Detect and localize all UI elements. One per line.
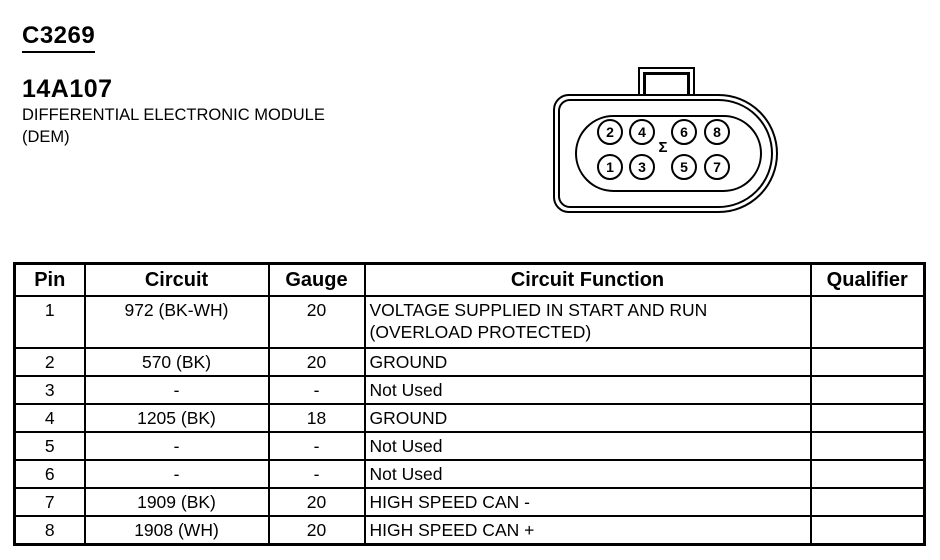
table-row-pin-3: 3 - - Not Used	[13, 375, 926, 405]
table-row-pin-6: 6 - - Not Used	[13, 459, 926, 489]
cell-pin: 2	[13, 347, 86, 377]
cell-pin: 4	[13, 403, 86, 433]
header-gauge: Gauge	[267, 262, 366, 297]
table-row-pin-1: 1 972 (BK-WH) 20 VOLTAGE SUPPLIED IN STA…	[13, 295, 926, 349]
pin-circle-6: 6	[671, 119, 697, 145]
cell-circuit: 1205 (BK)	[83, 403, 270, 433]
connector-id: C3269	[22, 22, 96, 53]
pin-circle-8: 8	[704, 119, 730, 145]
pin-circle-2: 2	[597, 119, 623, 145]
connector-tab	[638, 67, 695, 105]
cell-circuit: 1909 (BK)	[83, 487, 270, 517]
table-header-row: Pin Circuit Gauge Circuit Function Quali…	[13, 262, 926, 297]
cell-pin: 5	[13, 431, 86, 461]
cell-circuit: -	[83, 459, 270, 489]
cell-circuit-function: HIGH SPEED CAN +	[363, 515, 812, 545]
cell-qualifier	[809, 459, 926, 489]
cell-circuit-function: GROUND	[363, 347, 812, 377]
cell-circuit-function: VOLTAGE SUPPLIED IN START AND RUN (OVERL…	[363, 295, 812, 349]
cell-gauge: -	[267, 431, 366, 461]
connector-diagram: 2 4 6 8 1 3 5 7 Σ	[553, 67, 778, 213]
cell-qualifier	[809, 403, 926, 433]
cell-gauge: 18	[267, 403, 366, 433]
pin-circle-1: 1	[597, 154, 623, 180]
module-description-line2: (DEM)	[22, 128, 70, 146]
cell-circuit-function: GROUND	[363, 403, 812, 433]
cell-qualifier	[809, 295, 926, 349]
cell-qualifier	[809, 515, 926, 545]
table-row-pin-7: 7 1909 (BK) 20 HIGH SPEED CAN -	[13, 487, 926, 517]
cell-circuit: 1908 (WH)	[83, 515, 270, 545]
table-row-pin-8: 8 1908 (WH) 20 HIGH SPEED CAN +	[13, 515, 926, 545]
cell-pin: 8	[13, 515, 86, 545]
connector-body-inner	[558, 99, 773, 208]
cell-gauge: 20	[267, 295, 366, 349]
cell-gauge: -	[267, 459, 366, 489]
cell-pin: 3	[13, 375, 86, 405]
cell-qualifier	[809, 431, 926, 461]
table-row-pin-5: 5 - - Not Used	[13, 431, 926, 461]
cell-qualifier	[809, 375, 926, 405]
pin-table: Pin Circuit Gauge Circuit Function Quali…	[13, 262, 926, 546]
cell-circuit-function: Not Used	[363, 459, 812, 489]
cell-pin: 1	[13, 295, 86, 349]
pin-circle-4: 4	[629, 119, 655, 145]
cell-circuit-function: Not Used	[363, 375, 812, 405]
cell-qualifier	[809, 347, 926, 377]
pin-circle-3: 3	[629, 154, 655, 180]
header-qualifier: Qualifier	[809, 262, 926, 297]
table-row-pin-4: 4 1205 (BK) 18 GROUND	[13, 403, 926, 433]
header-pin: Pin	[13, 262, 86, 297]
cell-pin: 7	[13, 487, 86, 517]
part-number: 14A107	[22, 75, 113, 103]
pin-circle-5: 5	[671, 154, 697, 180]
cell-pin: 6	[13, 459, 86, 489]
cell-circuit-function: HIGH SPEED CAN -	[363, 487, 812, 517]
module-description-line1: DIFFERENTIAL ELECTRONIC MODULE	[22, 106, 325, 124]
cell-circuit: -	[83, 431, 270, 461]
header: C3269 14A107 DIFFERENTIAL ELECTRONIC MOD…	[22, 22, 325, 148]
cell-gauge: -	[267, 375, 366, 405]
cell-circuit: 972 (BK-WH)	[83, 295, 270, 349]
cell-circuit-function: Not Used	[363, 431, 812, 461]
cell-circuit: -	[83, 375, 270, 405]
cell-gauge: 20	[267, 487, 366, 517]
table-row-pin-2: 2 570 (BK) 20 GROUND	[13, 347, 926, 377]
cell-gauge: 20	[267, 347, 366, 377]
connector-tab-inner	[643, 72, 690, 105]
cell-gauge: 20	[267, 515, 366, 545]
sigma-symbol: Σ	[658, 139, 668, 156]
header-circuit-function: Circuit Function	[363, 262, 812, 297]
cell-circuit: 570 (BK)	[83, 347, 270, 377]
cell-qualifier	[809, 487, 926, 517]
pin-circle-7: 7	[704, 154, 730, 180]
header-circuit: Circuit	[83, 262, 270, 297]
